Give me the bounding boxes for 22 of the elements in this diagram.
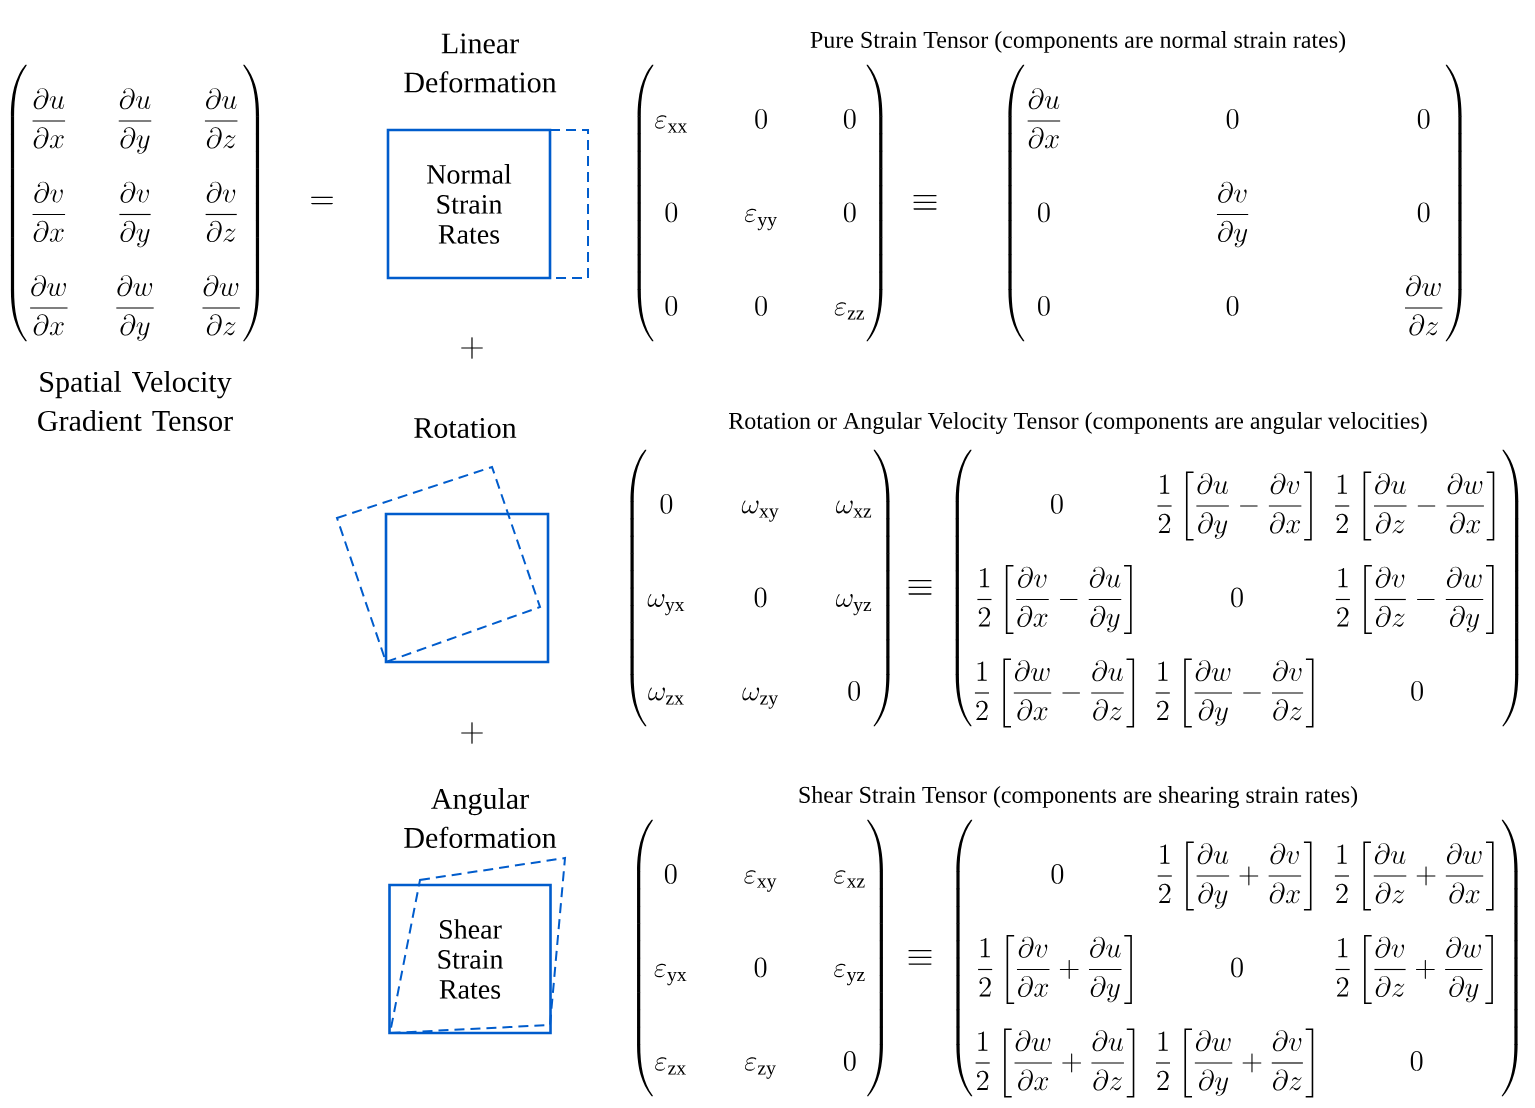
tensor-heading: Pure Strain Tensor (components are normal strain rates)	[810, 31, 1346, 53]
matrix-formula: $\begin{pmatrix}0 & \dfrac{1}{2}\left[\dfrac{\partial u}{\partial y}+\dfrac{\partial v}{\partial x}\right] & \dfrac{1}{2}\left[\dfrac{\partial u}{\partial z}+\dfrac{\partial w}{\partial x}\right]\\ \dfrac{1}{2}\left[\dfrac{\partial v}{\partial x}+\dfrac{\partial u}{\partial y}\right] & 0 & \dfrac{1}{2}\left[\dfrac{\partial v}{\partial z}+\dfrac{\partial w}{\partial y}\right]\\ \dfrac{1}{2}\left[\dfrac{\partial w}{\partial x}+\dfrac{\partial u}{\partial z}\right] & \dfrac{1}{2}\left[\dfrac{\partial w}{\partial y}+\dfrac{\partial v}{\partial z}\right] & 0\end{pmatrix}$	[956, 819, 1518, 1098]
matrix-formula: $\begin{pmatrix}\varepsilon_{\mathrm{xx}} & 0 & 0\\ 0 & \varepsilon_{\mathrm{yy}} & 0\\ 0 & 0 & \varepsilon_{\mathrm{zz}}\end{pmatrix}$	[637, 64, 883, 342]
tensor-heading: Rotation or Angular Velocity Tensor (components are angular velocities)	[729, 412, 1427, 434]
equals-sign: $=$	[311, 196, 333, 205]
box-heading: Linear Deformation	[404, 33, 557, 93]
matrix-formula: $\begin{pmatrix}0 & \omega_{\mathrm{xy}} & \omega_{\mathrm{xz}}\\ \omega_{\mathrm{yx}} & 0 & \omega_{\mathrm{yz}}\\ \omega_{\mathrm{zx}} & \omega_{\mathrm{zy}} & 0\end{pmatrix}$	[630, 449, 890, 727]
equivalence-sign: $\equiv$	[913, 194, 937, 210]
square-box: Shear Strain Rates	[388, 883, 552, 1035]
matrix-caption: Spatial Velocity Gradient Tensor	[38, 370, 233, 432]
box-heading: Angular Deformation	[404, 787, 557, 849]
equivalence-sign: $\equiv$	[908, 580, 932, 595]
matrix-formula: $\begin{pmatrix}\dfrac{\partial u}{\partial x} & \dfrac{\partial u}{\partial y} & \dfrac{\partial u}{\partial z}\\ \dfrac{\partial v}{\partial x} & \dfrac{\partial v}{\partial y} & \dfrac{\partial v}{\partial z}\\ \dfrac{\partial w}{\partial x} & \dfrac{\partial w}{\partial y} & \dfrac{\partial w}{\partial z}\end{pmatrix}$	[10, 64, 260, 342]
plus-sign: $+$	[461, 337, 483, 359]
equivalence-sign: $\equiv$	[908, 950, 932, 965]
matrix-formula: $\begin{pmatrix}0 & \dfrac{1}{2}\left[\dfrac{\partial u}{\partial y}-\dfrac{\partial v}{\partial x}\right] & \dfrac{1}{2}\left[\dfrac{\partial u}{\partial z}-\dfrac{\partial w}{\partial x}\right]\\ \dfrac{1}{2}\left[\dfrac{\partial v}{\partial x}-\dfrac{\partial u}{\partial y}\right] & 0 & \dfrac{1}{2}\left[\dfrac{\partial v}{\partial z}-\dfrac{\partial w}{\partial y}\right]\\ \dfrac{1}{2}\left[\dfrac{\partial w}{\partial x}-\dfrac{\partial u}{\partial z}\right] & \dfrac{1}{2}\left[\dfrac{\partial w}{\partial y}-\dfrac{\partial v}{\partial z}\right] & 0\end{pmatrix}$	[955, 449, 1519, 728]
matrix-formula: $\begin{pmatrix}\dfrac{\partial u}{\partial x} & 0 & 0\\ 0 & \dfrac{\partial v}{\partial y} & 0\\ 0 & 0 & \dfrac{\partial w}{\partial z}\end{pmatrix}$	[1008, 64, 1462, 342]
box-heading: Rotation	[414, 417, 517, 439]
square-box: Normal Strain Rates	[386, 128, 552, 280]
plus-sign: $+$	[461, 722, 483, 744]
tensor-heading: Shear Strain Tensor (components are shearing strain rates)	[799, 786, 1358, 808]
matrix-formula: $\begin{pmatrix}0 & \varepsilon_{\mathrm{xy}} & \varepsilon_{\mathrm{xz}}\\ \varepsilon_{\mathrm{yx}} & 0 & \varepsilon_{\mathrm{yz}}\\ \varepsilon_{\mathrm{zx}} & \varepsilon_{\mathrm{zy}} & 0\end{pmatrix}$	[637, 819, 883, 1097]
